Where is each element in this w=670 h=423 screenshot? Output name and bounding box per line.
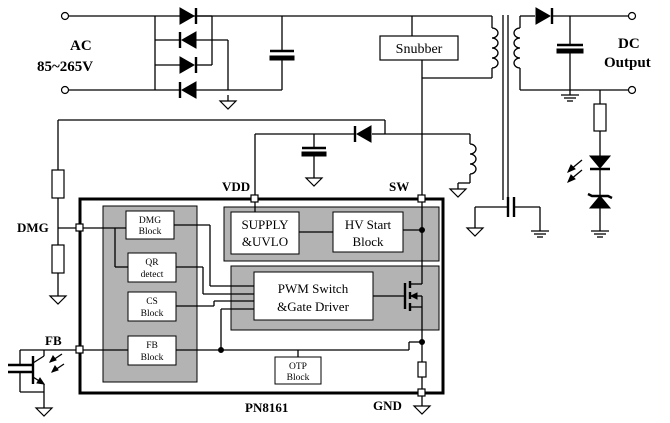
- gnd-pin-label: GND: [373, 398, 402, 413]
- gnd-pin: [417, 388, 426, 397]
- hv-line1: HV Start: [345, 217, 392, 232]
- cs-block-line1: CS: [146, 297, 158, 307]
- vdd-pin-label: VDD: [222, 179, 250, 194]
- hv-start-block: HV Start Block: [332, 211, 404, 253]
- pwm-line2: &Gate Driver: [277, 299, 350, 314]
- dmg-divider: DMG: [17, 169, 80, 305]
- fb-pin-label: FB: [45, 333, 62, 348]
- bridge-diode-2: [178, 31, 197, 49]
- fb-block: FB Block: [127, 335, 177, 366]
- hv-line2: Block: [352, 234, 384, 249]
- dmg-pin-label: DMG: [17, 220, 49, 235]
- y-capacitor: [466, 197, 550, 238]
- dc-output-label: Output: [604, 55, 651, 71]
- snubber-label: Snubber: [396, 42, 443, 57]
- supply-line2: &UVLO: [242, 234, 288, 249]
- aux-supply: [57, 119, 477, 198]
- bridge-diode-4: [178, 81, 197, 99]
- controller-ic: DMG Block QR detect CS Block FB Block SU…: [75, 179, 445, 415]
- bridge-diode-3: [179, 56, 198, 74]
- otp-line1: OTP: [289, 362, 307, 372]
- secondary-output: DC Output: [520, 7, 651, 102]
- qr-block-line2: detect: [141, 270, 164, 280]
- dmg-block-line2: Block: [139, 227, 162, 237]
- sw-pin-label: SW: [389, 179, 409, 194]
- qr-detect-block: QR detect: [127, 252, 177, 283]
- bridge-diode-1: [179, 7, 198, 25]
- dmg-pin: [75, 223, 84, 232]
- qr-block-line1: QR: [145, 258, 159, 268]
- otp-line2: Block: [287, 373, 310, 383]
- supply-line1: SUPPLY: [241, 217, 289, 232]
- dmg-block: DMG Block: [125, 210, 175, 240]
- pwm-gate-driver-block: PWM Switch &Gate Driver: [253, 271, 374, 321]
- vdd-pin: [250, 194, 259, 203]
- fb-block-line2: Block: [141, 353, 164, 363]
- bulk-capacitor: [228, 16, 295, 91]
- ac-range-label: 85~265V: [37, 59, 93, 75]
- sw-pin: [417, 194, 426, 203]
- chip-name-label: PN8161: [245, 400, 288, 415]
- pwm-line1: PWM Switch: [278, 281, 349, 296]
- bridge-rectifier: [154, 7, 237, 110]
- dc-label: DC: [618, 36, 640, 52]
- transformer: [325, 15, 521, 200]
- dmg-block-line1: DMG: [139, 216, 161, 226]
- ac-label: AC: [70, 38, 92, 54]
- snubber-block: Snubber: [379, 16, 459, 198]
- internal-wiring: [80, 198, 431, 415]
- opto-transistor: FB: [8, 333, 79, 417]
- supply-uvlo-block: SUPPLY &UVLO: [230, 211, 300, 255]
- otp-block: OTP Block: [274, 356, 322, 385]
- cs-block: CS Block: [127, 291, 177, 322]
- fb-pin: [75, 345, 84, 354]
- fb-block-line1: FB: [146, 341, 158, 351]
- cs-block-line2: Block: [141, 309, 164, 319]
- feedback-network: [567, 90, 613, 238]
